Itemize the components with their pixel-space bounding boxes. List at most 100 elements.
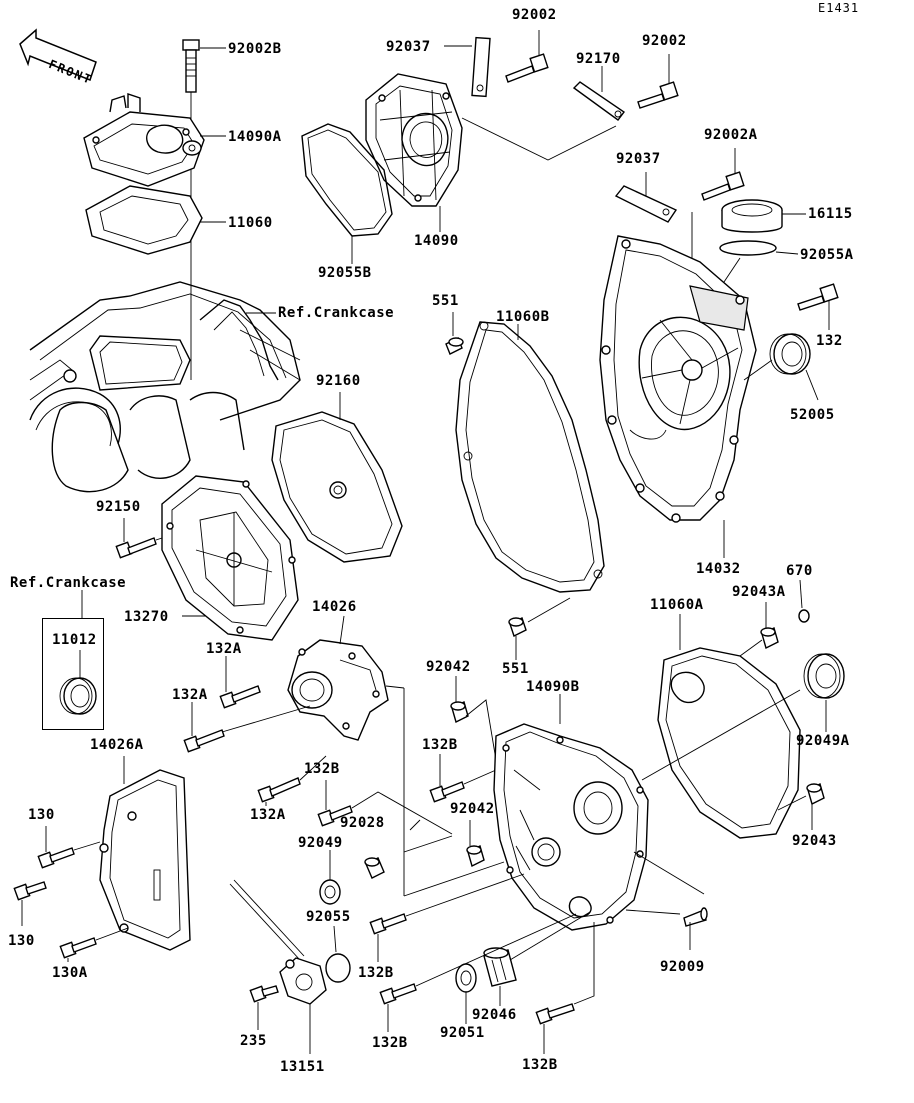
label-92043: 92043 [792,833,837,849]
label-130-upper: 130 [28,807,55,823]
label-92055B: 92055B [318,265,372,281]
label-235: 235 [240,1033,267,1049]
label-551-bottom: 551 [502,661,529,677]
label-92002-right: 92002 [642,33,687,49]
front-arrow-icon [19,28,97,81]
label-132A-low: 132A [250,807,286,823]
cover-14032 [599,235,757,523]
oil-seal-92049A [803,653,845,699]
oil-seal-52005 [769,333,811,375]
label-92028: 92028 [340,815,385,831]
label-ref-crankcase-left: Ref.Crankcase [10,575,127,591]
label-130A: 130A [52,965,88,981]
o-ring-92055 [325,953,351,983]
label-92002A: 92002A [704,127,758,143]
label-92055A: 92055A [800,247,854,263]
bolt-132B-c [369,913,407,935]
label-92049: 92049 [298,835,343,851]
label-14090: 14090 [414,233,459,249]
plate-92170 [572,81,625,121]
label-11060: 11060 [228,215,273,231]
label-ref-crankcase-top: Ref.Crankcase [278,305,395,321]
bolt-92002-right [637,81,679,109]
gasket-92160 [271,411,403,563]
cover-14090 [365,73,463,207]
bolt-132 [797,283,839,311]
label-13151: 13151 [280,1059,325,1075]
dowel-92042-bottom [466,844,485,868]
label-92042-top: 92042 [426,659,471,675]
bolt-130-upper [37,847,75,869]
label-11060B: 11060B [496,309,550,325]
cap-16115 [721,199,783,233]
housing-14026 [287,639,389,741]
label-16115: 16115 [808,206,853,222]
reference-box-11012 [42,618,104,730]
bolt-132B-d [379,983,417,1005]
bracket-92037-right [614,185,678,223]
dowel-92043A [760,626,779,650]
label-132B-a: 132B [304,761,340,777]
cover-13270 [161,475,299,641]
label-14032: 14032 [696,561,741,577]
gasket-11060A [657,647,801,839]
bolt-235 [249,985,279,1003]
label-551-top: 551 [432,293,459,309]
label-92051: 92051 [440,1025,485,1041]
o-ring-670 [798,609,810,623]
needle-bearing-92046 [483,947,517,987]
dowel-551-bottom [508,617,527,637]
label-92150: 92150 [96,499,141,515]
label-92043A: 92043A [732,584,786,600]
collar-92028 [364,857,385,879]
cover-14090A [83,93,205,187]
label-11012: 11012 [52,632,97,648]
label-130-lower: 130 [8,933,35,949]
label-92160: 92160 [316,373,361,389]
label-92037-right: 92037 [616,151,661,167]
dowel-92042-top [450,700,469,724]
bolt-132A-top [219,685,261,709]
oil-seal-92051 [455,963,477,993]
bolt-132B-e [535,1003,575,1025]
o-ring-92055A [719,240,777,256]
label-132B-d: 132B [372,1035,408,1051]
label-92037-top: 92037 [386,39,431,55]
label-132A-mid: 132A [172,687,208,703]
diagram-code: E1431 [818,1,860,15]
label-670: 670 [786,563,813,579]
label-92002-top: 92002 [512,7,557,23]
screw-92009 [683,907,708,927]
gasket-11060 [85,185,203,255]
bolt-92002B [182,39,200,93]
front-direction-indicator: FRONT [18,28,100,87]
label-132A-top: 132A [206,641,242,657]
bracket-92037-top [471,36,491,98]
label-14026A: 14026A [90,737,144,753]
label-92009: 92009 [660,959,705,975]
sensor-13151 [279,957,327,1005]
bearing-92049 [319,879,341,905]
drive-shaft-235-rod [229,879,305,961]
dowel-92043 [806,782,825,806]
bolt-132A-low [257,777,301,803]
label-14090B: 14090B [526,679,580,695]
label-132B-e: 132B [522,1057,558,1073]
bolt-92150 [115,537,157,559]
label-13270: 13270 [124,609,169,625]
bolt-132A-mid [183,729,225,753]
cover-14090B [493,723,649,931]
bolt-130A [59,937,97,959]
dowel-551-top [445,337,464,355]
crankcase-reference [29,281,301,493]
bolt-92002-top [505,53,549,83]
label-92170: 92170 [576,51,621,67]
cover-14026A [99,769,191,951]
label-92055: 92055 [306,909,351,925]
label-11060A: 11060A [650,597,704,613]
gasket-11060B [455,321,605,593]
label-52005: 52005 [790,407,835,423]
label-92046: 92046 [472,1007,517,1023]
